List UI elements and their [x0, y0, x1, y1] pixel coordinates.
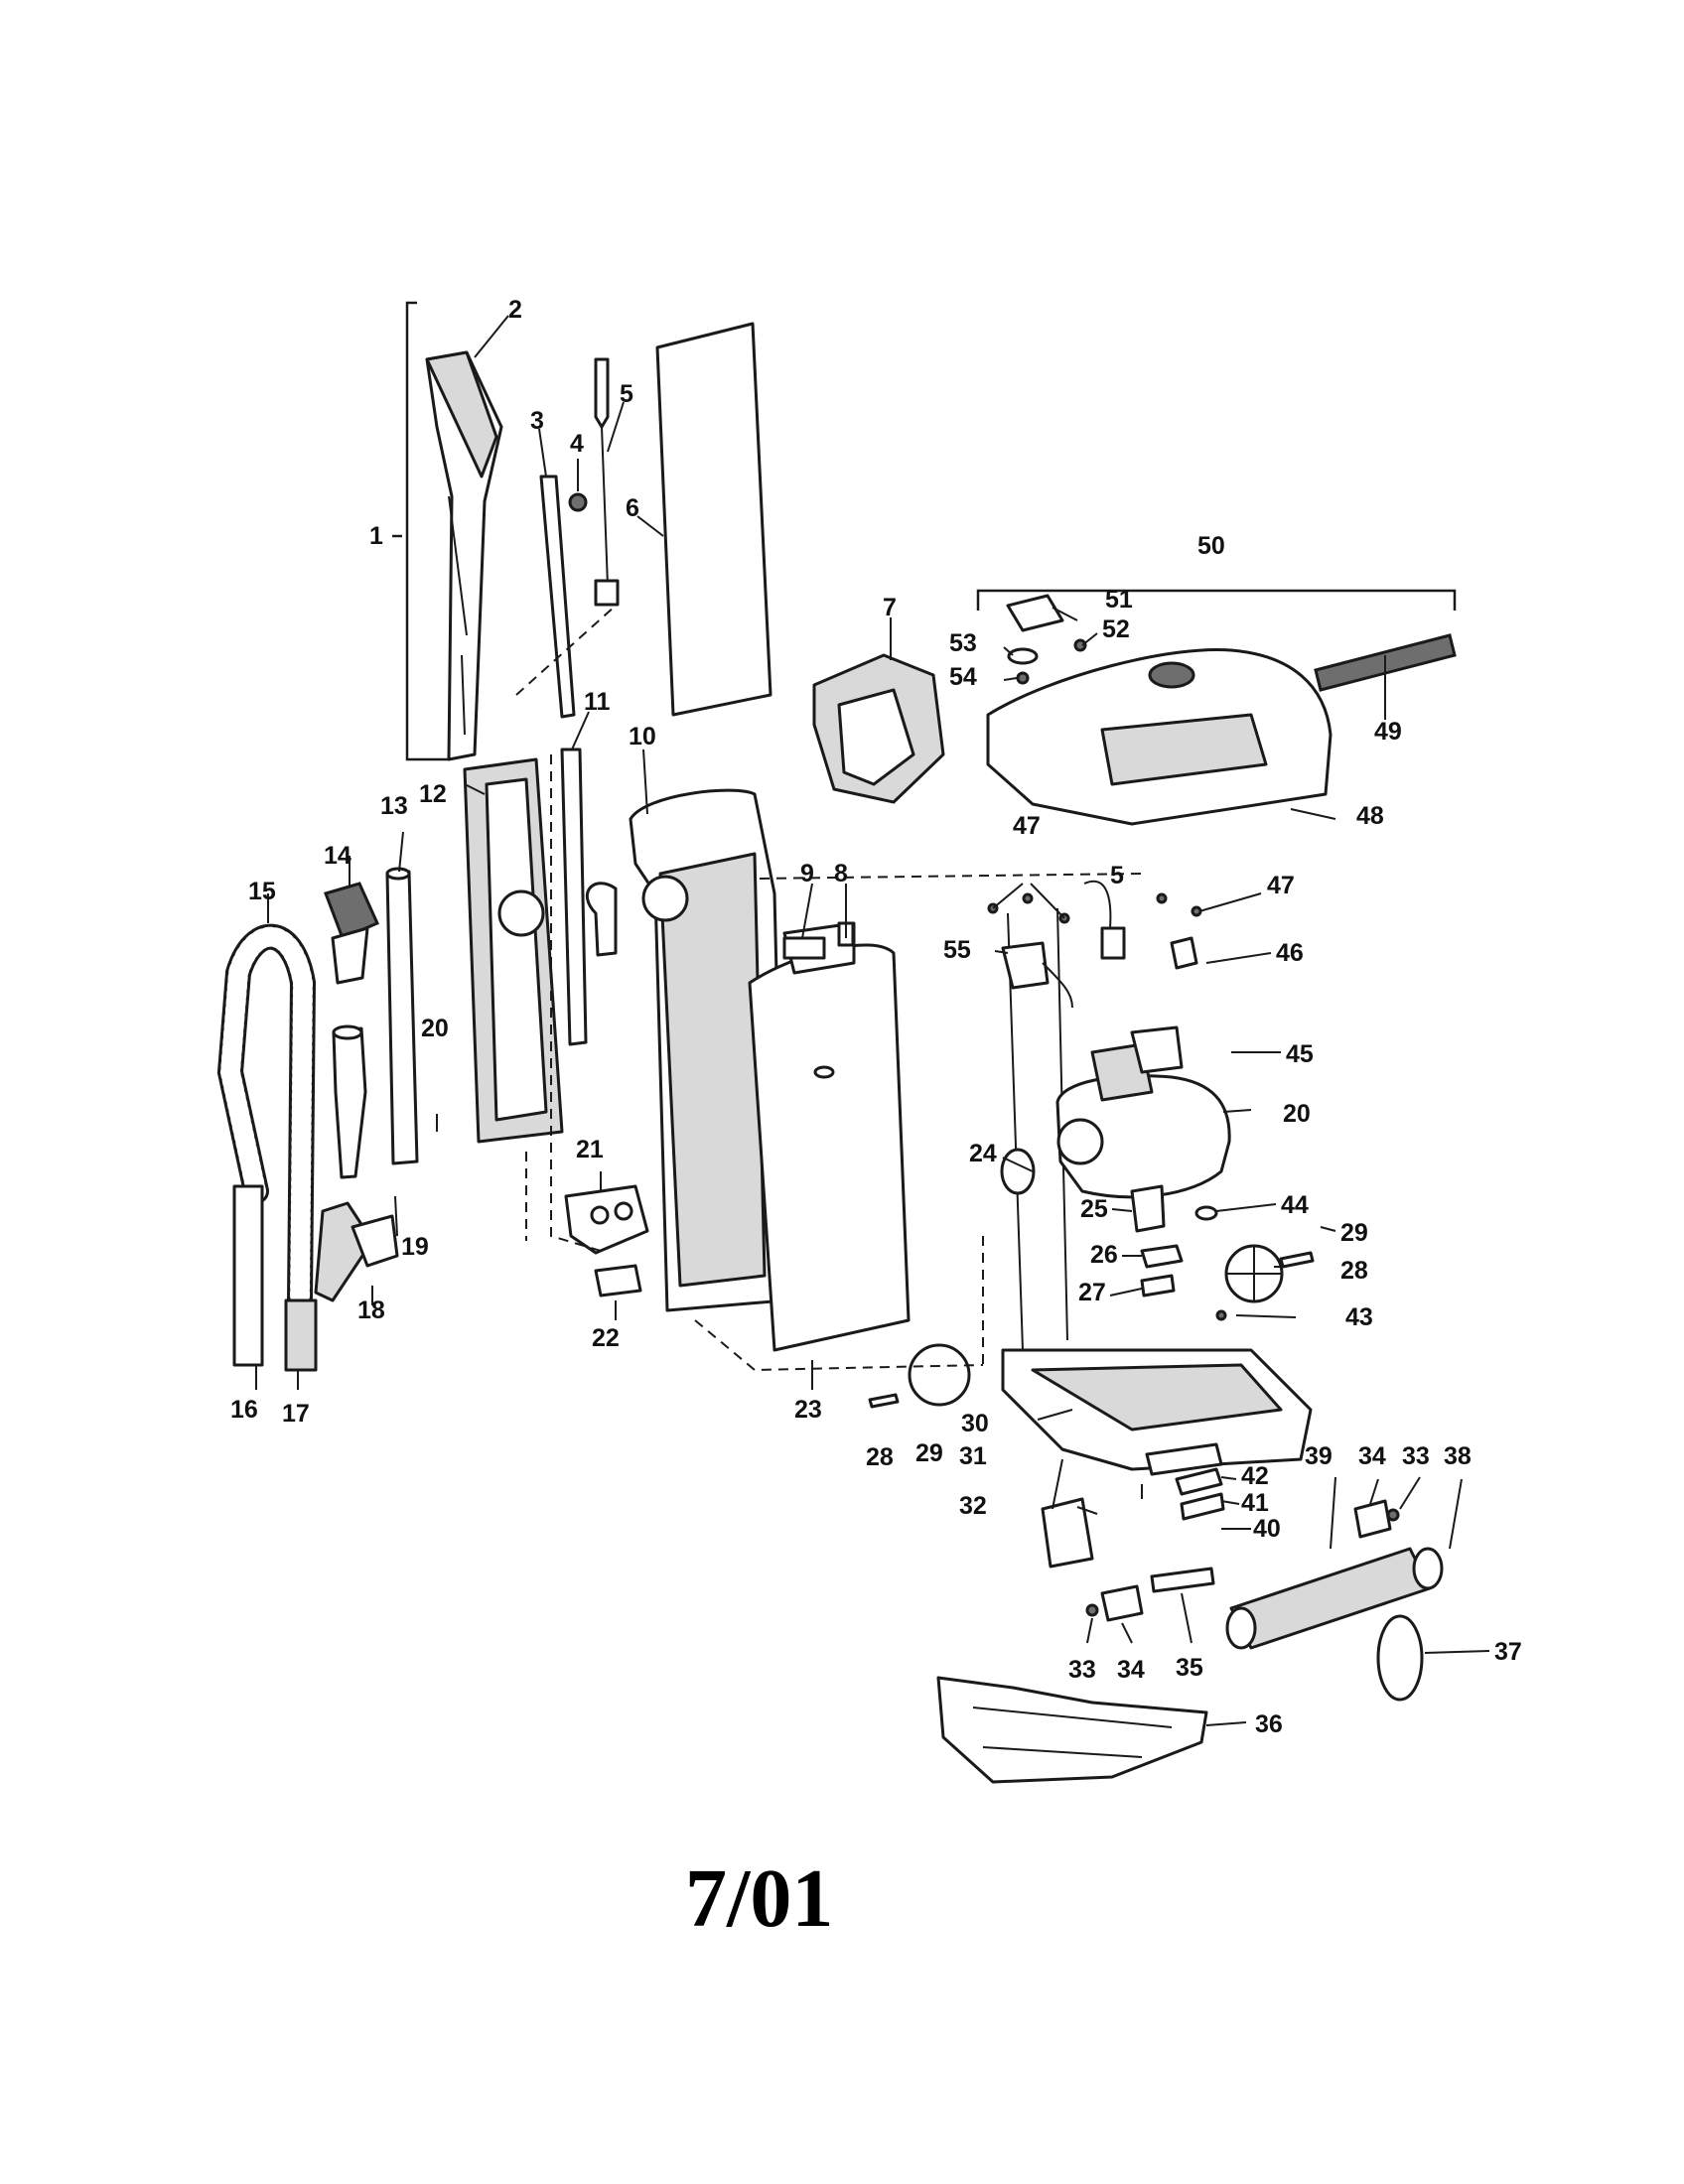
callout-51: 51 — [1105, 586, 1133, 614]
handle-assembly — [392, 301, 503, 761]
wheels — [868, 1244, 1315, 1409]
callout-40: 40 — [1253, 1515, 1281, 1543]
handle-wire-parts — [539, 357, 620, 719]
revision-date: 7/01 — [685, 1852, 833, 1945]
callout-labels: 1 2 3 4 5 6 7 8 9 10 11 12 13 14 15 16 1… — [230, 296, 1522, 1738]
pedal-parts — [1130, 1184, 1218, 1297]
main-body — [585, 788, 786, 1312]
callout-16: 16 — [230, 1396, 258, 1424]
crevice-tool — [332, 1024, 367, 1179]
callout-34-top: 34 — [1358, 1442, 1386, 1470]
callout-33-top: 33 — [1402, 1442, 1430, 1470]
callout-43: 43 — [1345, 1303, 1373, 1331]
callout-25: 25 — [1080, 1195, 1108, 1223]
callout-37: 37 — [1494, 1638, 1522, 1666]
callout-48: 48 — [1356, 802, 1384, 830]
callout-20-left: 20 — [421, 1015, 449, 1042]
callout-15: 15 — [248, 878, 276, 905]
callout-21: 21 — [576, 1136, 604, 1163]
filter-housing — [812, 653, 945, 804]
callout-42: 42 — [1241, 1462, 1269, 1490]
callout-32: 32 — [959, 1492, 987, 1520]
callout-5-top: 5 — [620, 380, 633, 408]
callout-22: 22 — [592, 1324, 620, 1352]
callout-11: 11 — [584, 688, 611, 716]
callout-41: 41 — [1241, 1489, 1269, 1517]
callout-34-bottom: 34 — [1117, 1656, 1145, 1684]
callout-50: 50 — [1197, 532, 1225, 560]
callout-29-right: 29 — [1340, 1219, 1368, 1247]
hose-assembly — [216, 923, 318, 1372]
callout-9: 9 — [800, 860, 814, 887]
callout-35: 35 — [1176, 1654, 1203, 1682]
callout-44: 44 — [1281, 1191, 1309, 1219]
front-cover — [748, 921, 911, 1352]
callout-20-right: 20 — [1283, 1100, 1311, 1128]
callout-28-right: 28 — [1340, 1257, 1368, 1285]
callout-5-right: 5 — [1110, 862, 1124, 889]
callout-55: 55 — [943, 936, 971, 964]
callout-13: 13 — [380, 792, 408, 820]
callout-31: 31 — [959, 1442, 987, 1470]
callout-6: 6 — [626, 494, 639, 522]
callout-7: 7 — [883, 594, 897, 621]
callout-23: 23 — [794, 1396, 822, 1424]
cord-tube — [560, 748, 588, 1046]
callout-52: 52 — [1102, 615, 1130, 643]
leader-lines — [255, 315, 1490, 1726]
callout-3: 3 — [530, 407, 544, 435]
callout-53: 53 — [949, 629, 977, 657]
callout-39: 39 — [1305, 1442, 1333, 1470]
callout-8: 8 — [834, 860, 848, 887]
callout-17: 17 — [282, 1400, 310, 1428]
callout-46: 46 — [1276, 939, 1304, 967]
upholstery-tool — [324, 882, 379, 985]
callout-14: 14 — [324, 842, 351, 870]
callout-30: 30 — [961, 1410, 989, 1437]
callout-54: 54 — [949, 663, 977, 691]
callout-10: 10 — [629, 723, 656, 751]
callout-47-left: 47 — [1013, 812, 1041, 840]
motor — [1055, 1025, 1231, 1199]
brushroll-assembly — [1085, 1499, 1444, 1702]
callout-12: 12 — [419, 780, 447, 808]
callout-29-left: 29 — [915, 1439, 943, 1467]
lever-parts — [1041, 1442, 1225, 1569]
callout-38: 38 — [1444, 1442, 1472, 1470]
cord-bracket — [1001, 880, 1126, 1009]
callout-28-left: 28 — [866, 1443, 894, 1471]
hood-assembly — [976, 589, 1457, 826]
callout-36: 36 — [1255, 1710, 1283, 1738]
callout-2: 2 — [508, 296, 522, 324]
callout-4: 4 — [570, 430, 584, 458]
callout-45: 45 — [1286, 1040, 1314, 1068]
callout-18: 18 — [357, 1297, 385, 1324]
screws — [987, 892, 1202, 924]
callout-19: 19 — [401, 1233, 429, 1261]
assembly-guides — [515, 605, 1143, 1372]
dusting-brush — [314, 1201, 399, 1302]
bracket — [1170, 936, 1198, 970]
callout-49: 49 — [1374, 718, 1402, 746]
callout-47-right: 47 — [1267, 872, 1295, 899]
cord-hook-and-clip — [564, 1184, 649, 1297]
bottom-plate — [936, 1676, 1208, 1784]
callout-1: 1 — [369, 522, 383, 550]
callout-33-bottom: 33 — [1068, 1656, 1096, 1684]
gasket — [1000, 1148, 1036, 1195]
extension-wand — [385, 867, 419, 1165]
bag-door-panel — [655, 322, 772, 717]
callout-27: 27 — [1078, 1279, 1106, 1306]
callout-24: 24 — [969, 1140, 997, 1167]
callout-26: 26 — [1090, 1241, 1118, 1269]
rear-body — [463, 757, 564, 1144]
